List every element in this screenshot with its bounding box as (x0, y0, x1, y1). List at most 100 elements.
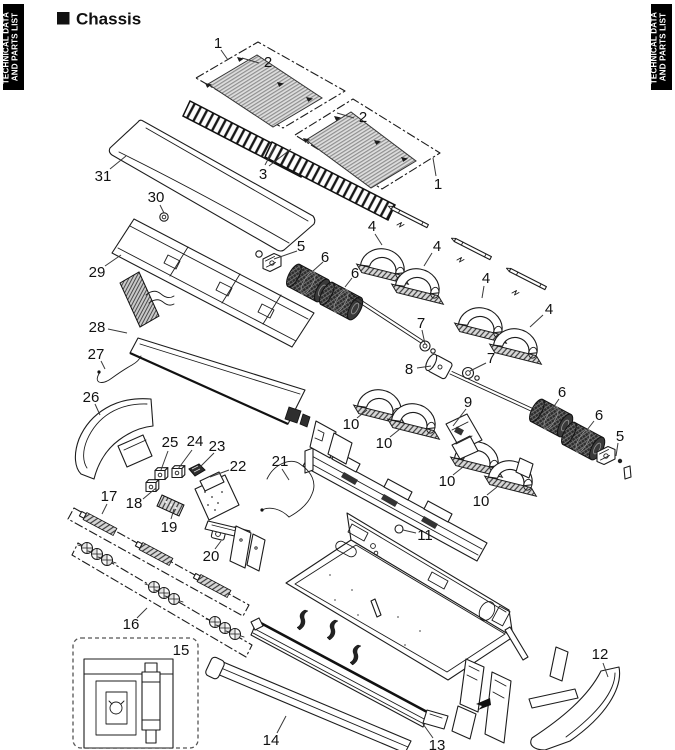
airflow-arrow-icon (476, 698, 491, 710)
part-26-left-side-cover (74, 398, 154, 480)
part-label-6: 6 (558, 384, 566, 401)
leader-line-27 (100, 360, 106, 370)
part-label-16: 16 (123, 616, 140, 633)
leader-line-24 (177, 449, 193, 470)
inset-box-15 (72, 637, 199, 749)
leader-line-10 (452, 466, 464, 476)
part-label-9: 9 (464, 394, 472, 411)
part-label-10: 10 (376, 435, 393, 452)
part-label-8: 8 (405, 361, 413, 378)
part-21-wire-harness (260, 460, 315, 518)
part-28-heat-exchanger (119, 271, 311, 428)
part-label-7: 7 (487, 350, 495, 367)
leader-line-1 (220, 49, 229, 61)
leader-line-21 (281, 468, 290, 481)
part-label-28: 28 (89, 319, 106, 336)
part-label-17: 17 (101, 488, 118, 505)
title-bullet-icon (57, 12, 70, 25)
part-13-discharge-assembly (250, 617, 449, 730)
part-label-24: 24 (187, 433, 204, 450)
part-3-inlet-grille (182, 99, 396, 222)
leader-line-10 (389, 428, 401, 438)
part-12-right-side-cover (530, 666, 621, 750)
part-label-10: 10 (343, 416, 360, 433)
part-label-1: 1 (434, 176, 442, 193)
leader-line-6 (586, 420, 595, 431)
part-label-31: 31 (95, 168, 112, 185)
leader-line-5 (615, 442, 619, 457)
leader-line-8 (416, 365, 432, 369)
part-label-22: 22 (230, 458, 247, 475)
part-label-4: 4 (368, 218, 376, 235)
part-label-4: 4 (545, 301, 553, 318)
leader-line-4 (481, 285, 485, 299)
part-label-15: 15 (173, 642, 190, 659)
part-31-front-panel (108, 119, 316, 252)
leader-line-17 (101, 503, 108, 515)
part-label-10: 10 (473, 493, 490, 510)
part-label-10: 10 (439, 473, 456, 490)
leader-line-12 (602, 662, 609, 678)
part-18-cap (145, 479, 160, 493)
part-23-connector (188, 463, 206, 477)
leader-line-7 (421, 329, 426, 345)
leader-line-11 (402, 529, 417, 534)
leader-line-23 (199, 452, 215, 468)
part-label-4: 4 (482, 270, 490, 287)
part-1-air-filter-left (195, 41, 346, 129)
leader-line-13 (422, 723, 434, 739)
leader-line-20 (214, 540, 222, 550)
leader-line-2 (241, 57, 260, 64)
leader-line-22 (209, 469, 230, 478)
part-label-27: 27 (88, 346, 105, 363)
base-pan (285, 512, 514, 681)
part-9-bearing-holder (445, 413, 483, 460)
part-label-4: 4 (433, 238, 441, 255)
page-title: Chassis (76, 10, 141, 29)
part-label-25: 25 (162, 434, 179, 451)
part-label-5: 5 (616, 428, 624, 445)
part-14-horizontal-vane (205, 656, 412, 750)
part-5-bracket-left (255, 250, 282, 273)
part-label-2: 2 (359, 109, 367, 126)
part-30-grommet (159, 212, 169, 222)
leader-line-6 (549, 398, 560, 413)
part-27-wire (96, 355, 142, 383)
leader-line-28 (107, 328, 128, 334)
leader-line-6 (344, 277, 353, 288)
svg-text:TECHNICAL DATA AND PARTS: TECHNICAL DATA AND PARTS LIST (650, 10, 668, 84)
support-plates (451, 646, 579, 744)
part-label-3: 3 (259, 166, 267, 183)
part-label-13: 13 (429, 737, 446, 750)
part-label-14: 14 (263, 732, 280, 749)
part-label-11: 11 (417, 527, 433, 544)
part-label-2: 2 (264, 54, 272, 71)
leader-line-4 (423, 252, 433, 267)
evaporator-panel (129, 337, 306, 425)
leader-line-14 (276, 715, 287, 734)
fastener-rods (387, 204, 547, 296)
svg-text:TECHNICAL DATA AND PARTS: TECHNICAL DATA AND PARTS LIST (2, 10, 20, 84)
section-title: Chassis (57, 10, 141, 29)
part-8-motor-coupling (425, 353, 453, 380)
part-label-21: 21 (272, 453, 289, 470)
right-edge-tab: TECHNICAL DATA AND PARTS LIST (650, 4, 672, 90)
leader-line-3 (268, 148, 292, 167)
left-edge-tab: TECHNICAL DATA AND PARTS LIST (2, 4, 24, 90)
leader-line-25 (160, 450, 169, 471)
part-1-air-filter-right (294, 98, 441, 190)
leader-line-18 (142, 487, 157, 500)
part-label-5: 5 (297, 238, 305, 255)
part-label-7: 7 (417, 315, 425, 332)
fan-shaft (348, 293, 427, 346)
part-7-bearing (461, 366, 480, 381)
leader-line-6 (312, 261, 324, 272)
leader-line-30 (159, 204, 165, 214)
leader-line-26 (94, 403, 101, 416)
leader-line-5 (273, 250, 298, 260)
part-label-29: 29 (89, 264, 106, 281)
chassis-rail (302, 420, 534, 562)
part-label-1: 1 (214, 35, 222, 52)
leader-line-2 (336, 112, 355, 119)
part-16-louver-assembly (71, 542, 253, 658)
